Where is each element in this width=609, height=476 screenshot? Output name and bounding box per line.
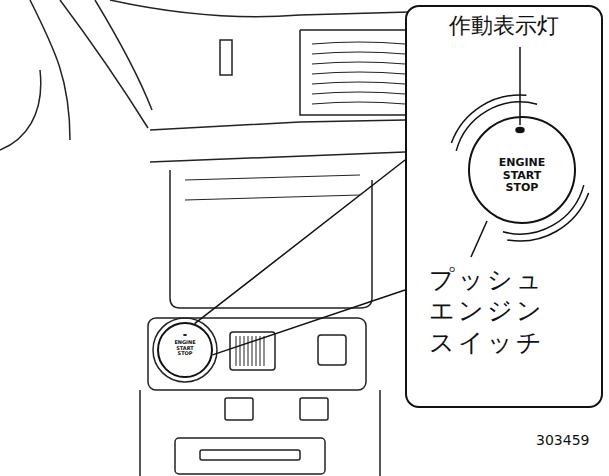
indicator-label: 作動表示灯 (415, 13, 593, 38)
switch-ring (451, 95, 526, 143)
leader-line (471, 221, 487, 257)
engine-switch-small: ENGINE START STOP (157, 322, 213, 378)
callout-leader (195, 160, 405, 355)
figure-number: 303459 (536, 432, 589, 448)
button-text: ENGINE START STOP (496, 157, 548, 195)
leader-line (519, 47, 521, 125)
indicator-lamp (516, 128, 524, 133)
callout-box: 作動表示灯プッシュ エンジン スイッチ ENGINE START STOP (405, 5, 603, 408)
switch-ring (507, 193, 588, 241)
indicator-lamp-small (183, 334, 187, 336)
switch-ring (456, 102, 537, 151)
button-text-small: ENGINE START STOP (174, 340, 196, 357)
engine-switch-button: ENGINE START STOP (468, 116, 576, 224)
switch-label: プッシュ エンジン スイッチ (429, 264, 547, 358)
